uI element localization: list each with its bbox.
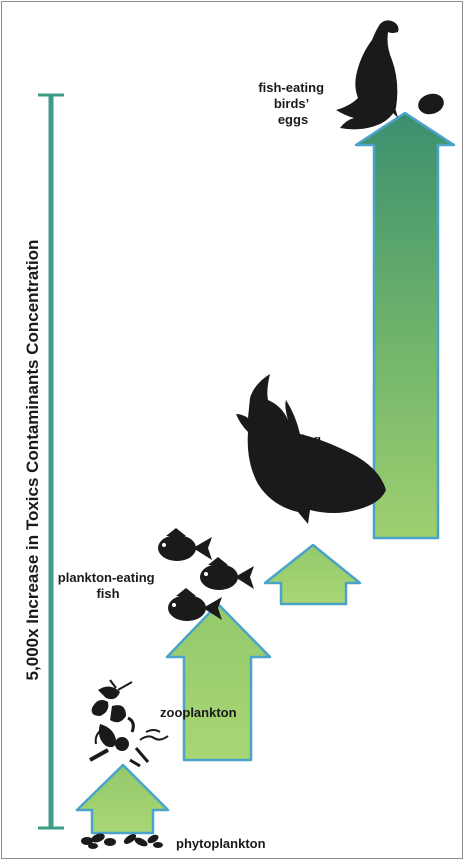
phytoplankton-icon [81,833,163,849]
small-fish-icon-2 [200,557,254,590]
zooplankton-label: zooplankton [160,705,237,720]
fish-eating-birds-eggs-label: fish-eating birds’ eggs [258,80,327,127]
large-fish-icon [236,374,386,524]
bird-with-egg-icon [336,20,444,130]
fish-eating-fish-label: fish-eating fish [255,432,324,463]
plankton-eating-fish-arrow [263,543,362,606]
phytoplankton-arrow [75,763,170,835]
zooplankton-arrow [165,602,272,762]
small-fish-icon [158,528,254,621]
plankton-eating-fish-label: plankton-eating fish [58,570,158,601]
fish-eating-fish-arrow [354,111,456,540]
concentration-axis-label: 5,000x Increase in Toxics Contaminants C… [23,240,42,681]
small-fish-icon-3 [168,588,222,621]
small-fish-icon-1 [158,528,212,561]
concentration-scale-bar [38,93,64,830]
phytoplankton-label: phytoplankton [176,836,266,851]
zooplankton-icon [89,679,169,768]
